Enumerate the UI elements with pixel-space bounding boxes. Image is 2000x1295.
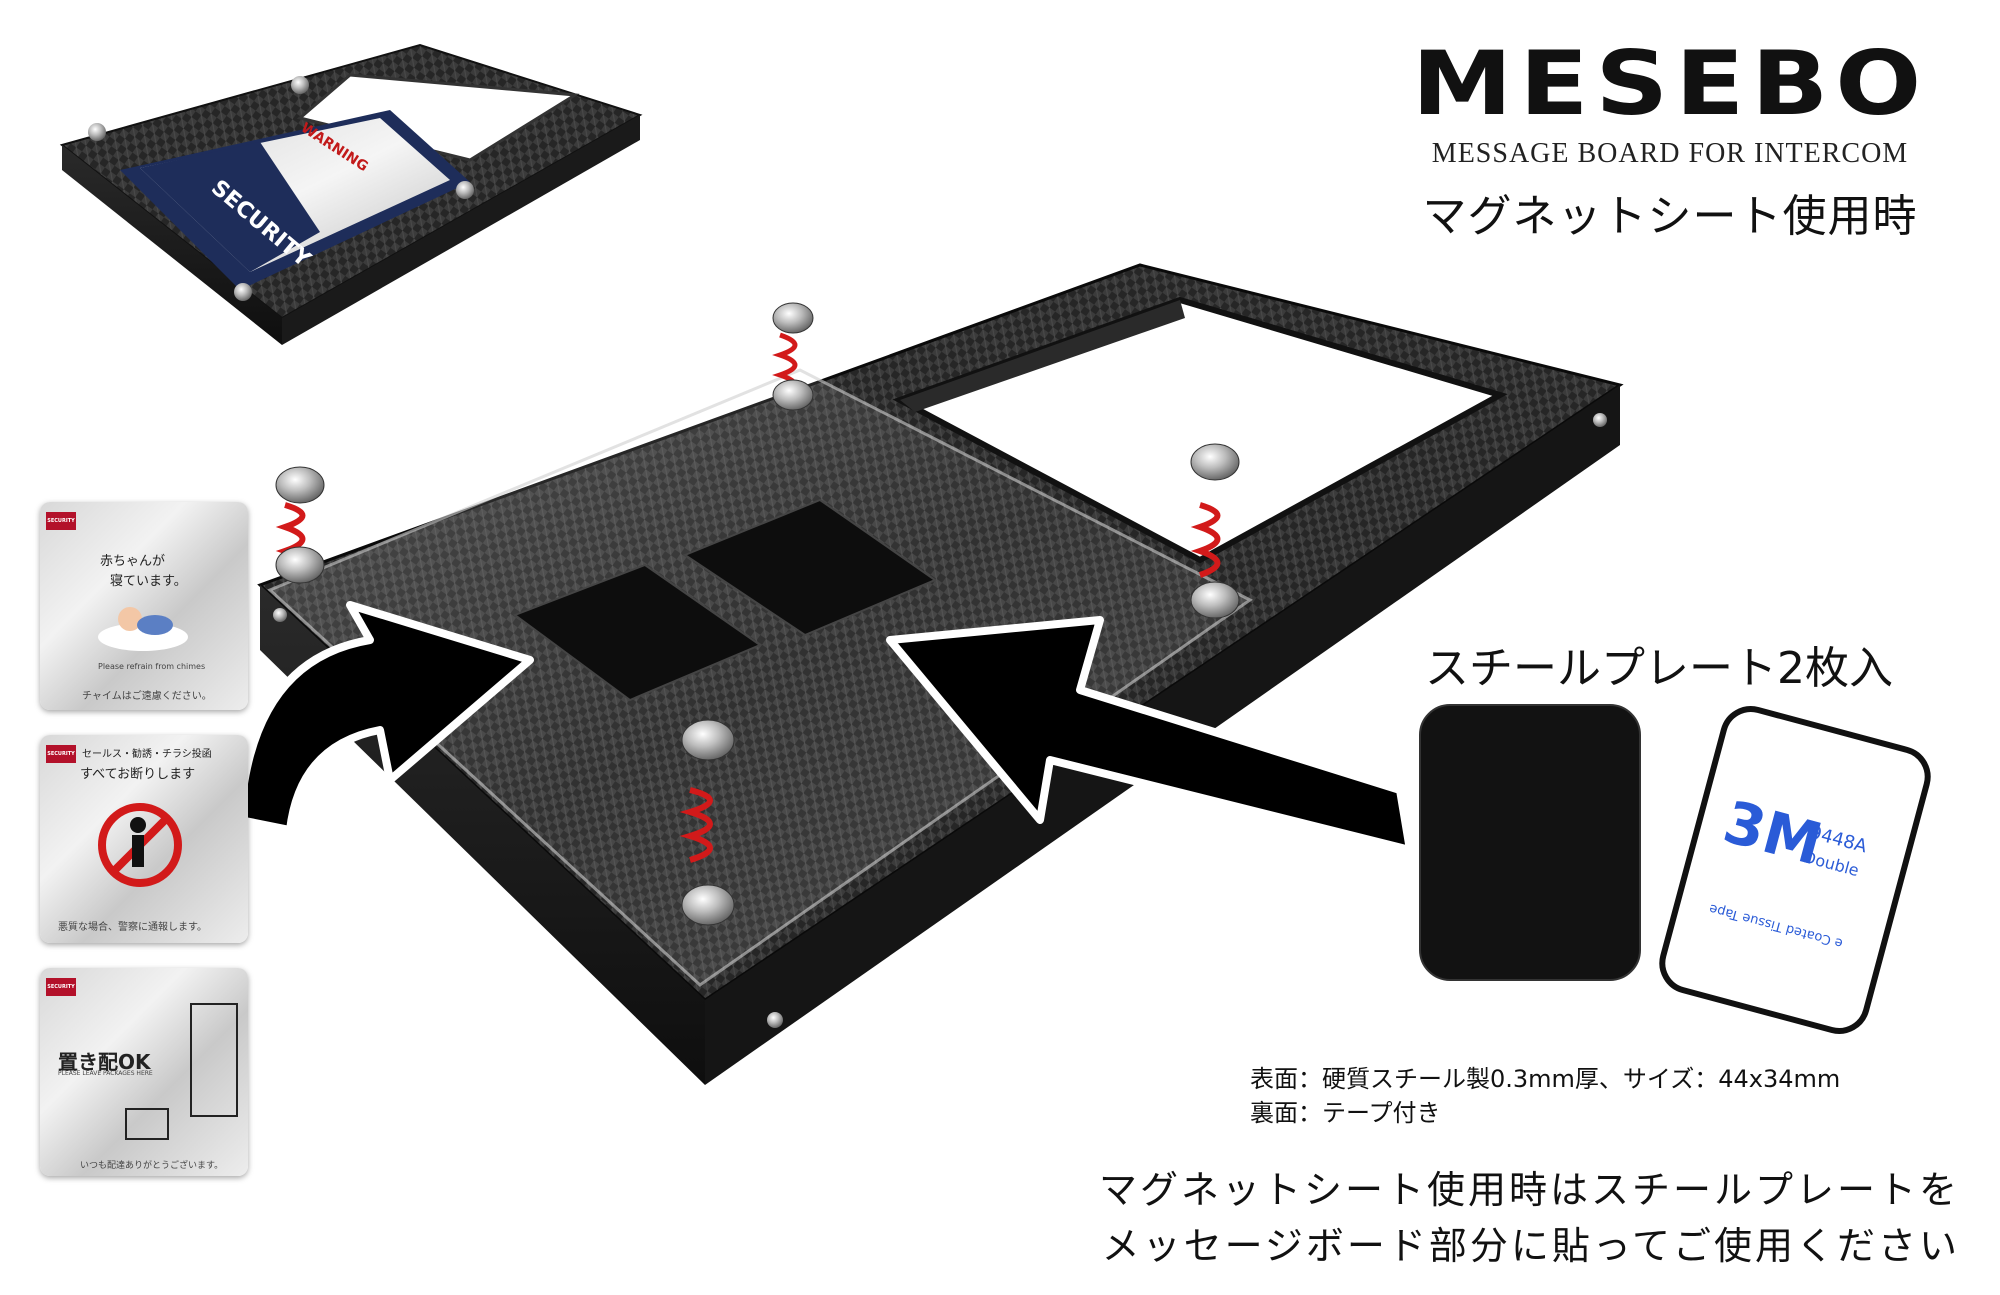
package-icon: [125, 1108, 169, 1140]
brand-tagline: MESSAGE BOARD FOR INTERCOM: [1431, 138, 1909, 169]
sample-footer: いつも配達ありがとうございます。: [80, 1161, 224, 1171]
magnet-bottom: [679, 719, 735, 926]
sample-line1: セールス・勧誘・チラシ投函: [82, 749, 212, 760]
arrow-left: [236, 601, 534, 834]
magnet-top-center: [772, 302, 814, 411]
no-entry-icon: [90, 795, 190, 895]
sample-badge: SECURITY: [46, 978, 76, 996]
steel-plate-back: 3M 9448A Double e Coated Tissue Tape: [1659, 706, 1931, 1034]
sample-card-no-sales: SECURITY セールス・勧誘・チラシ投函 すべてお断りします 悪質な場合、警…: [40, 735, 248, 943]
steel-plate-front: [1419, 704, 1641, 981]
sample-card-delivery: SECURITY 置き配OK PLEASE LEAVE PACKAGES HER…: [40, 968, 248, 1176]
sample-badge: SECURITY: [46, 745, 76, 763]
thumbnail-product: SECURITY WARNING: [59, 43, 643, 345]
sample-card-baby: SECURITY 赤ちゃんが 寝ています。 Please refrain fro…: [40, 502, 248, 710]
sample-line2: すべてお断りします: [80, 767, 196, 782]
spec-back: 裏面：テープ付き: [1250, 1099, 1441, 1127]
sample-english: PLEASE LEAVE PACKAGES HERE: [58, 1070, 153, 1077]
magnet-group: [275, 302, 1240, 926]
brand-subtitle: マグネットシート使用時: [1422, 191, 1918, 242]
footer-line1: マグネットシート使用時はスチールプレートを: [1098, 1168, 1960, 1212]
spec-block: 表面：硬質スチール製0.3mm厚、サイズ：44x34mm 裏面：テープ付き: [1250, 1062, 1840, 1130]
arrow-right: [886, 616, 1414, 854]
magnet-left: [275, 466, 325, 584]
steel-plate-title: スチールプレート2枚入: [1425, 643, 1893, 694]
footer-line2: メッセージボード部分に貼ってご使用ください: [1101, 1224, 1960, 1268]
brand-logo: MESEBO: [1411, 32, 1929, 135]
sample-footer: チャイムはご遠慮ください。: [82, 691, 212, 702]
sample-line1: 赤ちゃんが: [100, 554, 166, 569]
footer-note: マグネットシート使用時はスチールプレートを メッセージボード部分に貼ってご使用く…: [950, 1162, 1960, 1274]
sample-badge: SECURITY: [46, 512, 76, 530]
baby-illustration: [95, 597, 190, 652]
magnet-right: [1190, 443, 1240, 619]
brand-block: MESEBO MESSAGE BOARD FOR INTERCOM マグネットシ…: [1380, 40, 1960, 244]
spec-front: 表面：硬質スチール製0.3mm厚、サイズ：44x34mm: [1250, 1065, 1841, 1093]
sample-line2: 寝ています。: [110, 574, 187, 589]
door-icon: [190, 1003, 238, 1117]
sample-english: Please refrain from chimes: [98, 662, 206, 671]
sample-line1: 置き配OK: [58, 1050, 151, 1074]
sample-footer: 悪質な場合、警察に通報します。: [58, 922, 207, 933]
